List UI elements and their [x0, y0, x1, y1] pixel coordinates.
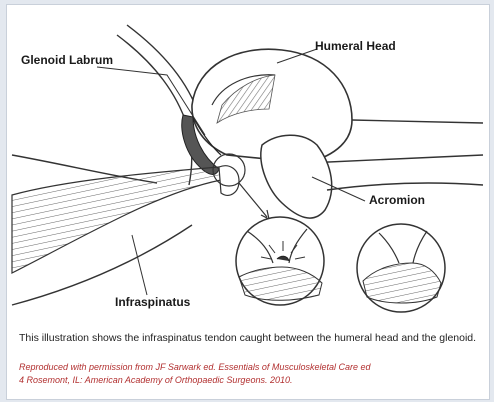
- figure-caption: This illustration shows the infraspinatu…: [19, 331, 479, 345]
- infraspinatus-muscle: [12, 166, 239, 273]
- detail-normal: [357, 224, 445, 312]
- detail-impingement: [236, 217, 324, 305]
- label-glenoid-labrum: Glenoid Labrum: [21, 53, 113, 67]
- label-acromion: Acromion: [369, 193, 425, 207]
- scapula: [12, 25, 199, 305]
- figure-frame: Glenoid Labrum Humeral Head Acromion Inf…: [6, 4, 490, 400]
- label-infraspinatus: Infraspinatus: [115, 295, 190, 309]
- humeral-head: [192, 49, 483, 163]
- label-humeral-head: Humeral Head: [315, 39, 396, 53]
- figure-credit: Reproduced with permission from JF Sarwa…: [19, 361, 489, 389]
